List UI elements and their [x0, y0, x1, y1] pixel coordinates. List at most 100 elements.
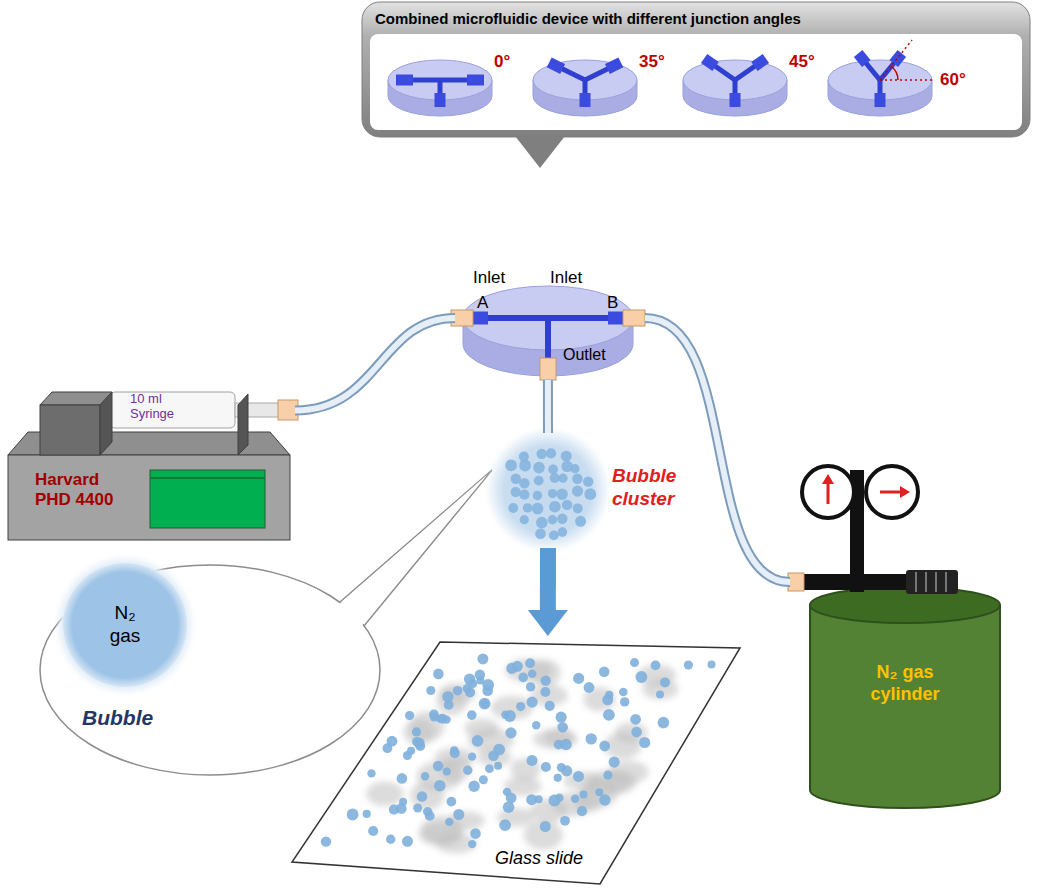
bubble-dot	[570, 464, 579, 473]
bubble-dot	[519, 490, 529, 500]
microfluidic-device	[623, 310, 645, 326]
bubble-dot	[430, 712, 439, 721]
node-label: 0°	[494, 52, 510, 72]
bubble-dot	[463, 766, 472, 775]
bubble-dot	[556, 712, 567, 723]
bubble-dot	[399, 798, 407, 806]
bubble-dot	[467, 710, 477, 720]
bubble-dot	[619, 688, 628, 697]
device-60deg	[880, 40, 912, 80]
microfluidic-device	[540, 358, 556, 380]
bubble-dot	[494, 762, 502, 770]
bubble-dot	[537, 449, 547, 459]
bubble-dot	[583, 476, 593, 486]
bubble-haze	[366, 782, 403, 807]
bubble-dot	[560, 739, 572, 751]
bubble-dot	[540, 687, 550, 697]
bubble-dot	[573, 673, 584, 684]
bubble-dot	[533, 491, 542, 500]
device-60deg	[894, 54, 902, 64]
bubble-dot	[555, 793, 564, 802]
bubble-dot	[550, 473, 560, 483]
bubble-dot	[631, 727, 642, 738]
bubble-haze	[437, 689, 468, 716]
syringe-pump	[40, 405, 100, 455]
bubble-dot	[558, 527, 568, 537]
device-0deg	[435, 93, 446, 107]
bubble-dot	[603, 771, 612, 780]
bubble-dot	[660, 677, 670, 687]
device-60deg	[891, 66, 898, 80]
bubble-dot	[636, 671, 648, 683]
callout-panel	[515, 136, 565, 168]
bubble-dot	[595, 788, 603, 796]
bubble-dot	[540, 821, 551, 832]
bubble-haze	[366, 658, 678, 853]
device-60deg	[875, 93, 886, 107]
bubble-dot	[557, 514, 567, 524]
microfluidic-device	[545, 318, 551, 360]
bubble-haze	[524, 820, 563, 850]
bubble-dot	[527, 755, 538, 766]
device-35deg	[549, 62, 562, 69]
bubble-dot	[442, 691, 453, 702]
bubble-dot	[562, 500, 572, 510]
node-label: Combined microfluidic device with differ…	[375, 10, 801, 28]
bubble-dot	[556, 489, 567, 500]
gas-cylinder	[880, 491, 902, 494]
bubble-dot	[575, 516, 586, 527]
bubble-dot	[684, 661, 693, 670]
bubble-dot	[433, 669, 444, 680]
bubble-cluster: Bubble cluster	[488, 433, 700, 548]
arrow-shaft	[540, 548, 556, 612]
bubble-dot	[528, 669, 537, 678]
bubble-dot	[605, 691, 613, 699]
bubble-dot	[477, 653, 488, 664]
bubble-dot	[561, 451, 572, 462]
bubble-dot	[609, 757, 620, 768]
bubble-dot	[472, 735, 484, 747]
bubble-dot	[541, 762, 551, 772]
bubble-dot	[433, 761, 443, 771]
bubble-dot	[572, 474, 582, 484]
bubble-dot	[577, 806, 587, 816]
bubble-dot	[526, 794, 537, 805]
node-label: Inlet	[473, 268, 505, 288]
device-view: 35°	[528, 40, 677, 125]
syringe-pump	[238, 394, 248, 455]
bubble-dot	[512, 661, 523, 672]
bubble-dot	[503, 801, 515, 813]
bubble-cluster	[490, 432, 606, 548]
bubble-dot	[438, 714, 448, 724]
node-label: 60°	[940, 70, 966, 90]
tube-outline	[645, 318, 790, 582]
bubble-dot	[599, 741, 610, 752]
bubble-dot	[485, 764, 494, 773]
device-45deg	[683, 60, 787, 116]
bubble-haze	[465, 718, 499, 738]
bubble-dot	[387, 736, 398, 747]
bubble-dot	[548, 489, 557, 498]
bubble-dot	[560, 816, 570, 826]
bubble-dot	[417, 791, 428, 802]
gas-cylinder	[906, 570, 958, 594]
bubble-dot	[523, 503, 532, 512]
callout-panel: 0°35°45°60°Combined microfluidic device …	[362, 2, 1030, 137]
tube-core	[645, 318, 790, 582]
bubble-dot	[505, 459, 517, 471]
bubble-dot	[468, 752, 476, 760]
bubble-dot	[367, 769, 375, 777]
device-view: 0°	[375, 40, 527, 125]
gas-cylinder	[788, 573, 804, 591]
syringe-pump: 10 ml SyringeHarvard PHD 4400	[8, 380, 293, 545]
syringe: 10 ml Syringe	[110, 388, 295, 433]
bubble-dot	[541, 675, 551, 685]
gas-cylinder	[827, 482, 830, 504]
node-label: Inlet	[550, 268, 582, 288]
bubble-dot	[493, 744, 505, 756]
gas-cylinder	[900, 486, 910, 498]
bubble-dot	[426, 686, 435, 695]
tube-core	[545, 380, 551, 433]
bubble-dot	[651, 661, 661, 671]
bubble-haze	[504, 777, 542, 796]
